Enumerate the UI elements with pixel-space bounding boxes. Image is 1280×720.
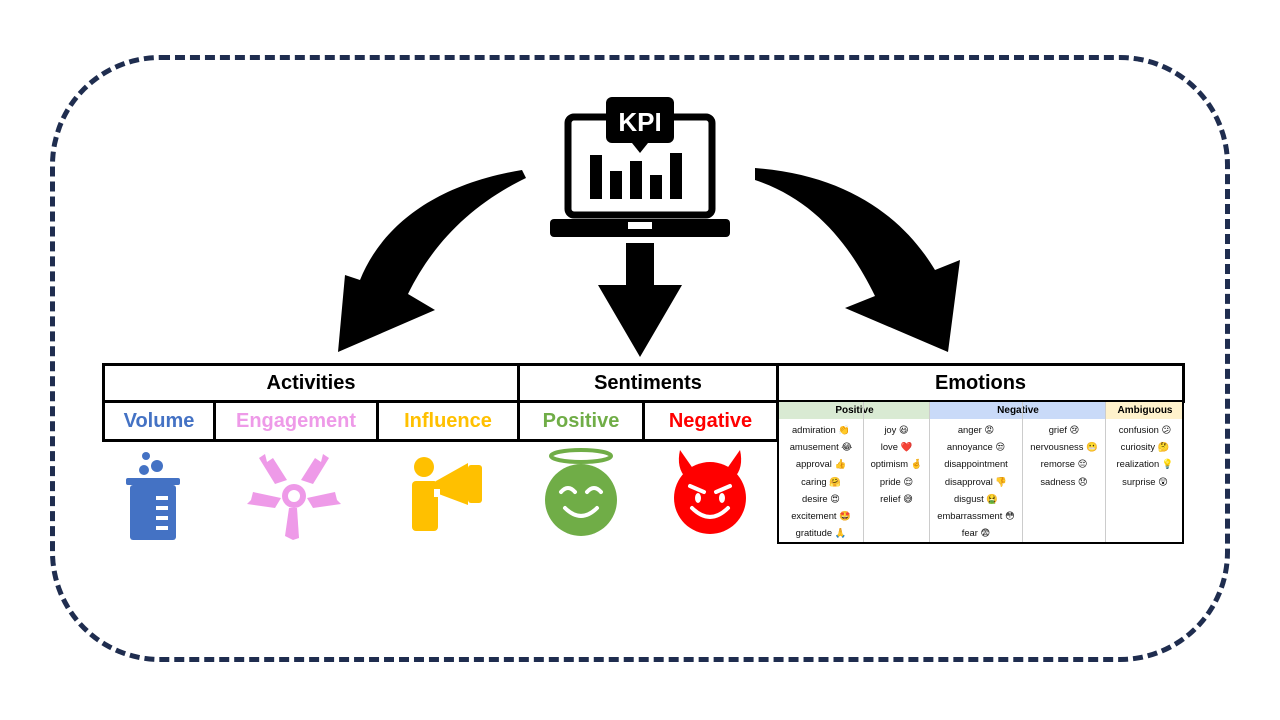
ambiguous-col-1: confusion 😕 curiosity 🤔 realization 💡 surpr… <box>1106 402 1182 542</box>
emotion-item: caring 🤗 <box>801 475 841 487</box>
emotion-item: joy 😃 <box>884 424 909 435</box>
volume-label: Volume <box>102 400 216 442</box>
dashed-frame <box>50 55 1230 662</box>
beaker-icon <box>126 452 180 540</box>
emotion-item: remorse 😔 <box>1040 458 1088 470</box>
emotion-item: curiosity 🤔 <box>1120 441 1170 453</box>
emotion-item: admiration 👏 <box>791 424 851 435</box>
devil-smiley-icon <box>674 450 746 534</box>
emotion-item: disappointment <box>944 458 1008 470</box>
kpi-label: KPI <box>618 107 661 137</box>
emotion-item: pride 😌 <box>879 475 914 487</box>
kpi-laptop-icon: KPI <box>550 97 730 237</box>
hands-circle-icon <box>247 454 341 540</box>
emotion-item: realization 💡 <box>1116 458 1174 470</box>
emotion-item: amusement 😂 <box>789 441 853 453</box>
negative-col-1: anger 😡 annoyance 😒 disappointment disappro… <box>930 402 1023 542</box>
emotions-negative-header: Negative <box>930 402 1106 419</box>
emotions-header: Emotions <box>776 363 1185 403</box>
emotion-item: grief 😢 <box>1048 424 1080 435</box>
emotions-positive-header: Positive <box>779 402 930 419</box>
positive-col-1: admiration 👏 amusement 😂 approval 👍 caring … <box>779 402 864 542</box>
emotion-item: excitement 🤩 <box>791 509 851 521</box>
emotion-item: optimism 🤞 <box>870 458 923 470</box>
emotion-item: love ❤️ <box>880 441 913 453</box>
positive-col-2: joy 😃 love ❤️ optimism 🤞 pride 😌 relief 😅 <box>864 402 930 542</box>
negative-col-2: grief 😢 nervousness 😬 remorse 😔 sadness 😞 <box>1023 402 1106 542</box>
emotion-item: desire 😍 <box>802 492 840 504</box>
emotion-item: surprise 😲 <box>1122 475 1168 487</box>
engagement-label: Engagement <box>213 400 379 442</box>
emotion-item: fear 😨 <box>961 527 991 539</box>
emotion-item: disapproval 👎 <box>944 475 1008 487</box>
center-down-arrow <box>598 243 682 357</box>
activities-header: Activities <box>102 363 520 403</box>
emotion-item: relief 😅 <box>880 492 913 504</box>
left-curved-arrow <box>338 170 526 352</box>
emotion-item: disgust 🤮 <box>954 492 998 504</box>
sentiments-header: Sentiments <box>517 363 779 403</box>
positive-label: Positive <box>517 400 645 442</box>
emotion-item: approval 👍 <box>795 458 847 470</box>
emotion-item: confusion 😕 <box>1118 424 1172 435</box>
emotion-item: anger 😡 <box>957 424 995 435</box>
emotion-item: annoyance 😒 <box>946 441 1006 453</box>
emotions-table: Positive Negative Ambiguous admiration 👏… <box>777 402 1184 544</box>
emotion-item: sadness 😞 <box>1040 475 1088 487</box>
megaphone-person-icon <box>412 457 482 531</box>
emotion-item: embarrassment 😳 <box>937 509 1015 521</box>
emotions-ambiguous-header: Ambiguous <box>1106 402 1182 419</box>
influence-label: Influence <box>376 400 520 442</box>
angel-smiley-icon <box>545 448 617 536</box>
emotion-item: nervousness 😬 <box>1030 441 1098 453</box>
negative-label: Negative <box>642 400 779 442</box>
right-curved-arrow <box>755 168 960 352</box>
emotion-item: gratitude 🙏 <box>795 527 847 539</box>
